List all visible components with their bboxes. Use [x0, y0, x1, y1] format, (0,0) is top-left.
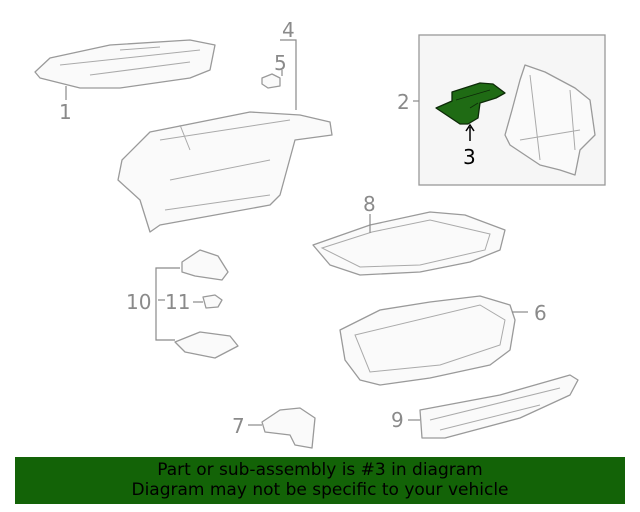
leader-4 [280, 39, 297, 110]
callout-7[interactable]: 7 [232, 414, 245, 438]
part-5-clip[interactable] [261, 73, 281, 89]
part-6-storage-tub[interactable] [339, 295, 516, 386]
part-1-tray-panel[interactable] [34, 39, 216, 89]
banner-line-2: Diagram may not be specific to your vehi… [131, 480, 509, 500]
callout-1[interactable]: 1 [59, 100, 72, 124]
part-11-bulb[interactable] [202, 294, 223, 309]
part-4-trunk-trim[interactable] [117, 111, 333, 233]
callout-11[interactable]: 11 [165, 290, 190, 314]
callout-6[interactable]: 6 [534, 301, 547, 325]
callout-8[interactable]: 8 [363, 192, 376, 216]
part-3-highlighted-cover[interactable] [435, 82, 506, 125]
callout-5[interactable]: 5 [274, 51, 287, 75]
info-banner: Part or sub-assembly is #3 in diagram Di… [15, 457, 625, 504]
part-7-bracket[interactable] [261, 407, 316, 449]
leader-10 [155, 267, 180, 341]
callout-3[interactable]: 3 [463, 145, 476, 169]
part-9-sill-plate[interactable] [419, 374, 579, 439]
part-2-trunk-side-trim[interactable] [504, 64, 596, 176]
callout-2[interactable]: 2 [397, 90, 410, 114]
banner-line-1: Part or sub-assembly is #3 in diagram [157, 460, 483, 480]
leader-3 [465, 123, 475, 141]
callout-9[interactable]: 9 [391, 408, 404, 432]
part-8-trunk-mat[interactable] [312, 211, 506, 276]
part-10-lamp-housing[interactable] [174, 331, 239, 359]
callout-10[interactable]: 10 [126, 290, 151, 314]
callout-4[interactable]: 4 [282, 18, 295, 42]
part-10-lamp-cover[interactable] [181, 249, 229, 281]
